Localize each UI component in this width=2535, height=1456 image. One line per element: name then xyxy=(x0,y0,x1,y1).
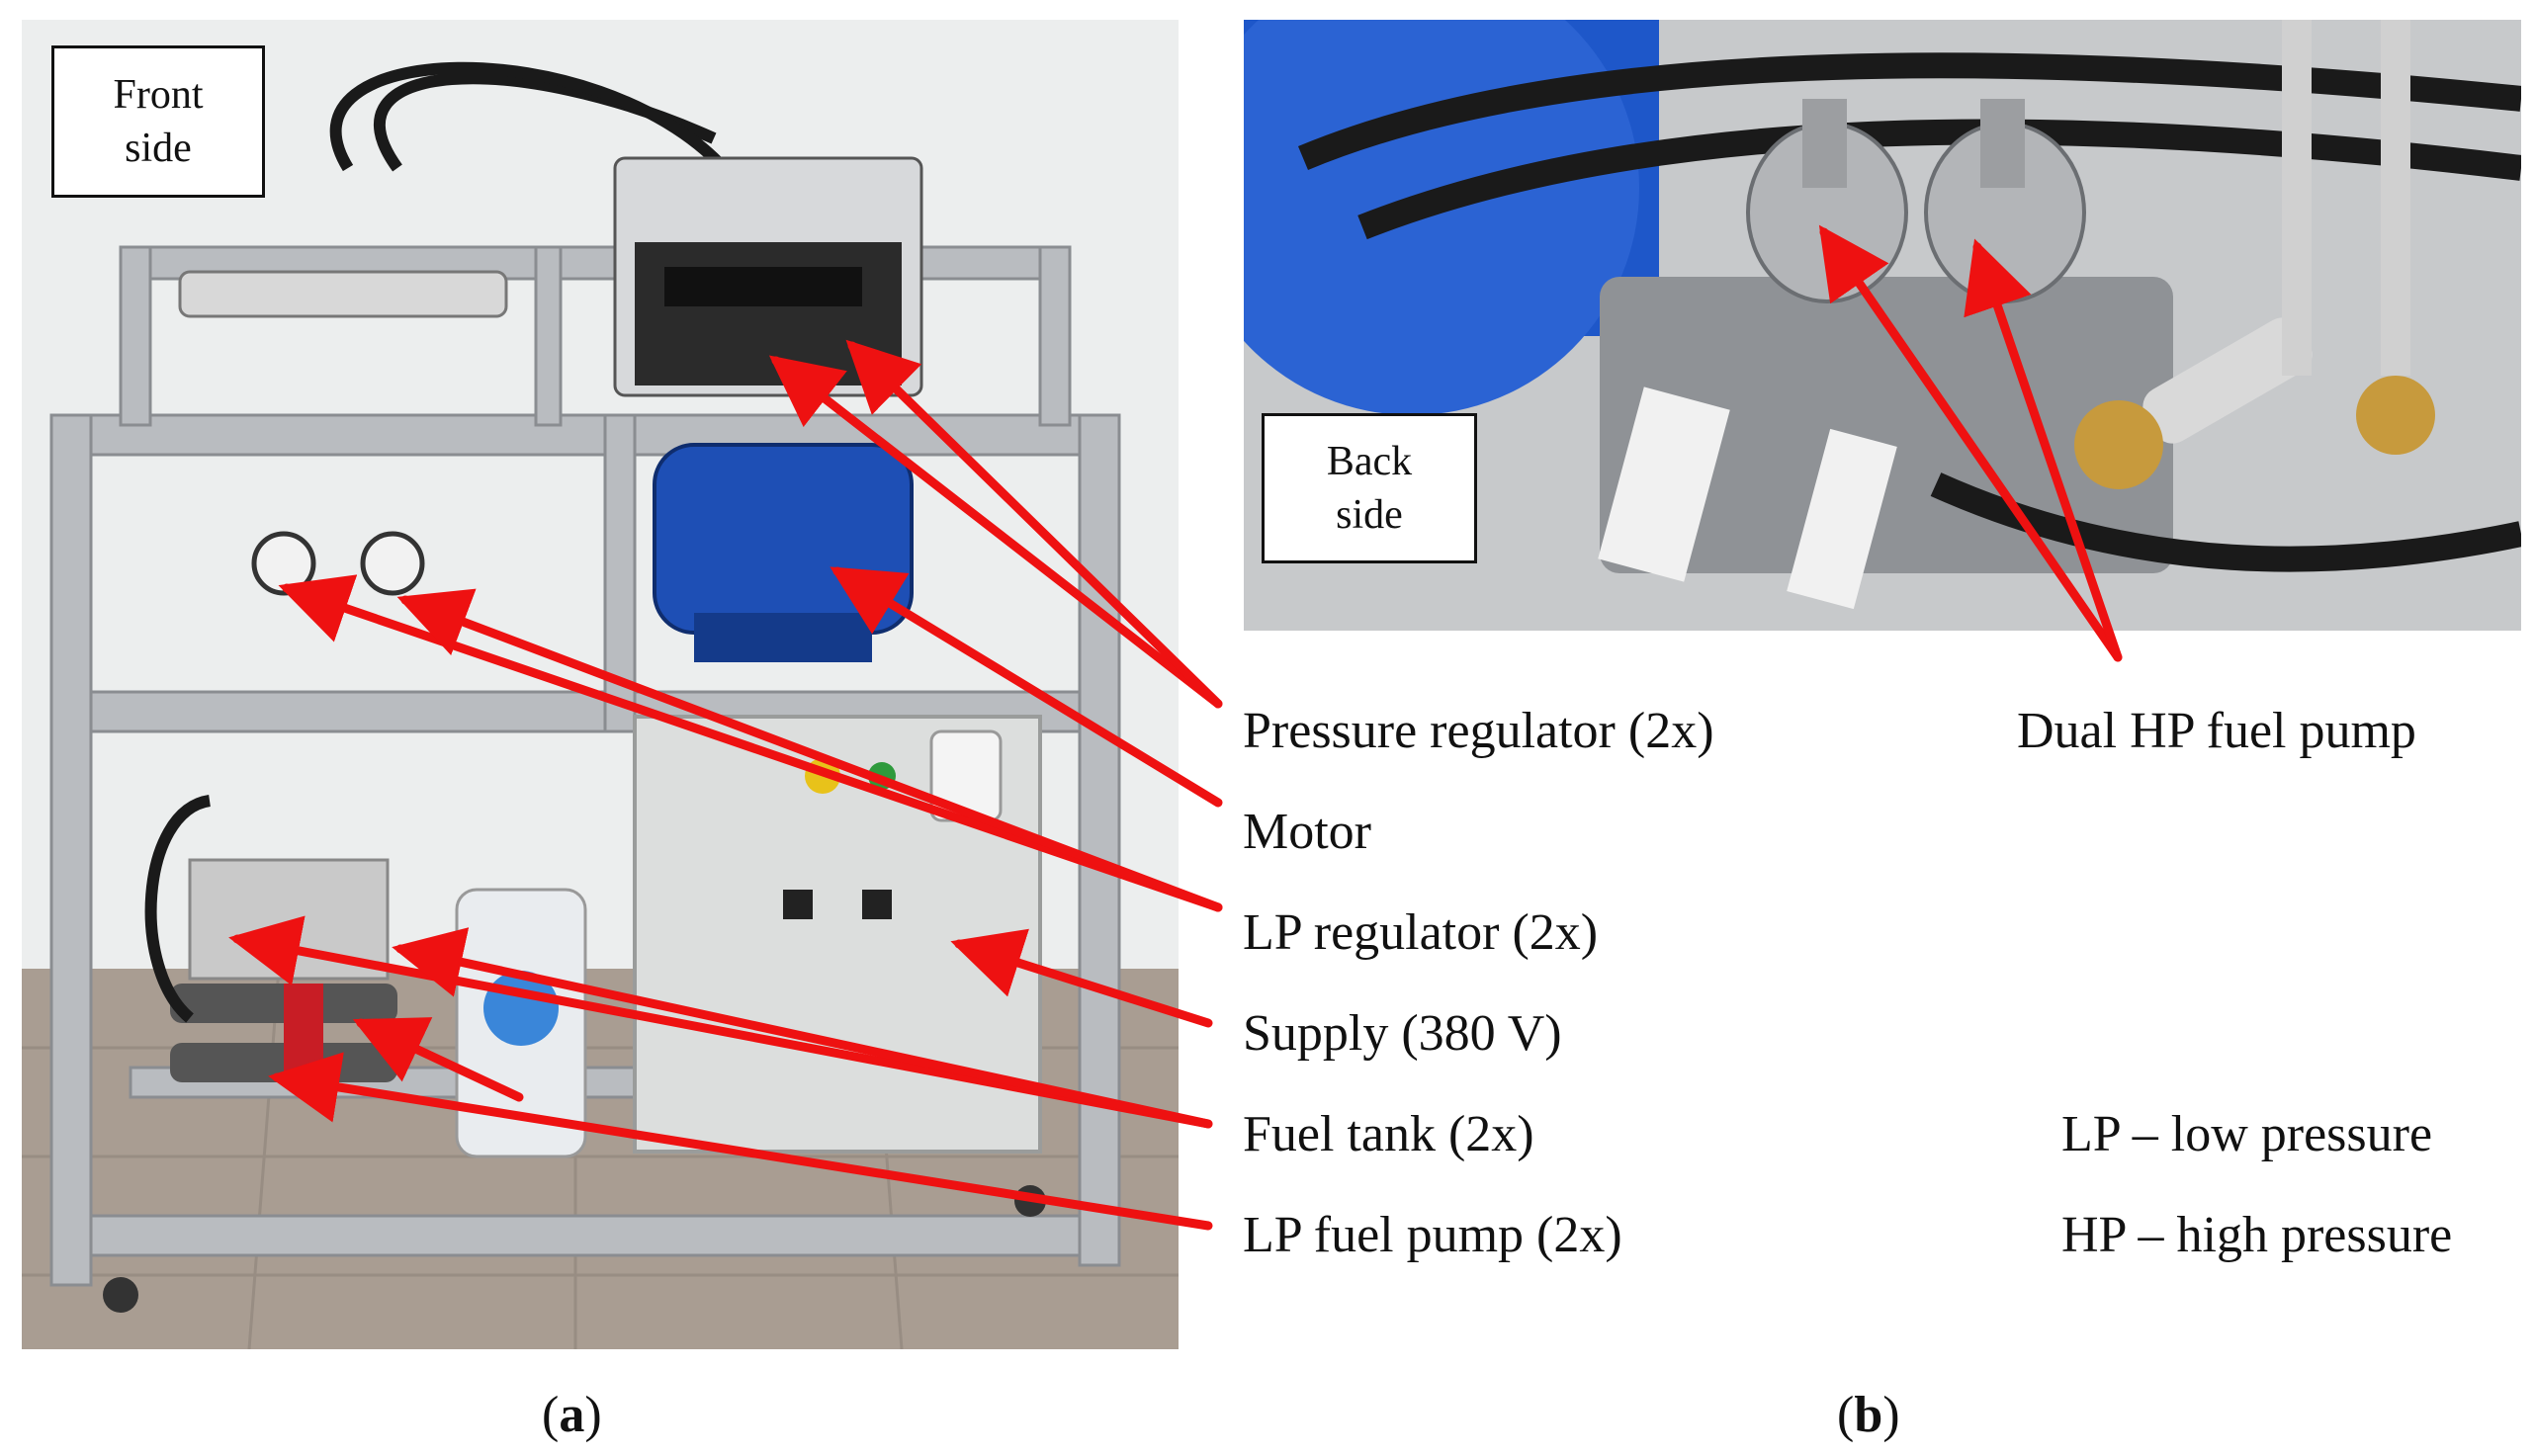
front-side-label: Front side xyxy=(51,45,265,198)
legend-lp: LP – low pressure xyxy=(2061,1106,2433,1162)
callout-pressure-regulator: Pressure regulator (2x) xyxy=(1243,703,1714,759)
callout-lp-fuel-pump: LP fuel pump (2x) xyxy=(1243,1207,1622,1263)
test-bench-front-photo xyxy=(22,20,1179,1349)
callout-supply: Supply (380 V) xyxy=(1243,1005,1562,1062)
arrow-pressure-regulator-1 xyxy=(768,355,1223,709)
arrow-pressure-regulator-2 xyxy=(845,339,1223,709)
panel-b-caption: (b) xyxy=(1837,1387,1900,1443)
callout-lp-regulator: LP regulator (2x) xyxy=(1243,904,1599,961)
panel-a-caption: (a) xyxy=(542,1387,602,1443)
legend-hp: HP – high pressure xyxy=(2061,1207,2453,1263)
arrow-lp-regulator-1 xyxy=(278,574,1223,912)
arrow-fuel-tank-2 xyxy=(392,927,1213,1129)
callout-motor: Motor xyxy=(1243,804,1371,860)
arrow-dual-hp-pump-2 xyxy=(1964,238,2123,662)
arrow-lp-fuel-pump-1 xyxy=(268,1052,1213,1231)
arrow-lp-fuel-pump-2 xyxy=(352,1017,524,1102)
arrow-motor xyxy=(830,566,1223,808)
callout-dual-hp-fuel-pump: Dual HP fuel pump xyxy=(2017,703,2416,759)
back-side-label: Back side xyxy=(1262,413,1477,563)
arrow-lp-regulator-2 xyxy=(396,588,1223,912)
test-bench-front-illustration xyxy=(22,20,1179,1349)
callout-fuel-tank: Fuel tank (2x) xyxy=(1243,1106,1534,1162)
arrow-supply xyxy=(950,928,1213,1028)
arrow-dual-hp-pump-1 xyxy=(1818,224,2123,662)
